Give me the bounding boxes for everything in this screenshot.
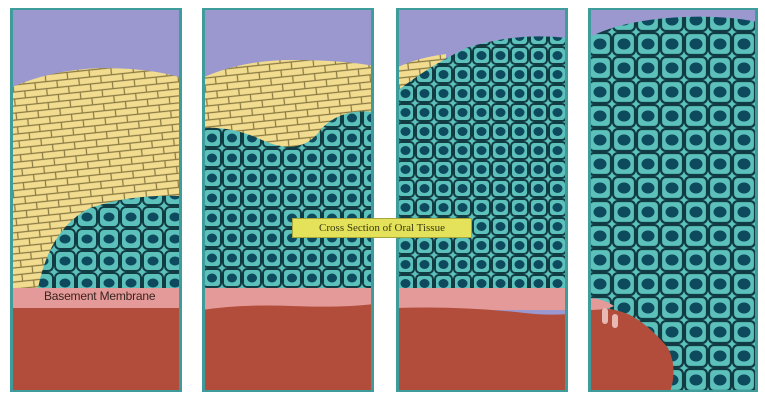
tissue-panel-severe — [396, 8, 568, 392]
tissue-panel-moderate — [202, 8, 374, 392]
tissue-panel-mild — [10, 8, 182, 392]
tissue-panel-invasive — [588, 8, 758, 392]
figure-caption: Cross Section of Oral Tissue — [292, 218, 472, 238]
basement-membrane-label: Basement Membrane — [44, 289, 155, 303]
